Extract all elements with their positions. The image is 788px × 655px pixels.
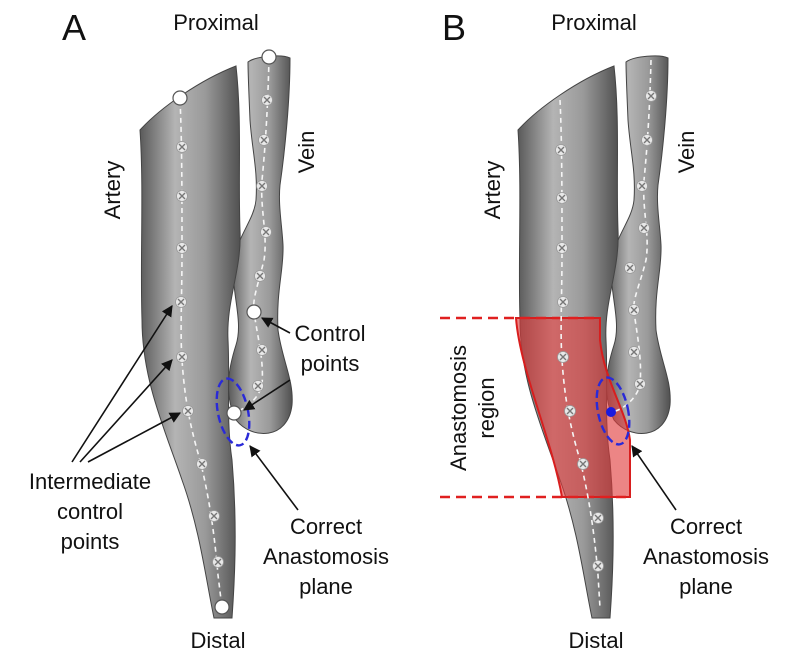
intermediate-label-line1: Intermediate [29,469,151,494]
panel-letter-b: B [442,7,466,48]
panel-b: B Proximal Distal [440,7,769,653]
proximal-label-b: Proximal [551,10,637,35]
artery-label-b: Artery [480,161,505,220]
plane-label-a-line1: Correct [290,514,362,539]
region-label-line1: Anastomosis [446,345,471,471]
plane-label-a-line2: Anastomosis [263,544,389,569]
distal-label-b: Distal [568,628,623,653]
plane-center-point [606,407,616,417]
vein-label-a: Vein [294,131,319,174]
plane-label-b-line1: Correct [670,514,742,539]
plane-label-b-line3: plane [679,574,733,599]
arrow-plane-b [632,446,676,510]
plane-label-b-line2: Anastomosis [643,544,769,569]
control-points-label-line1: Control [295,321,366,346]
vein-label-b: Vein [674,131,699,174]
control-points-label-line2: points [301,351,360,376]
intermediate-label-line3: points [61,529,120,554]
artery-shape-a [140,66,240,618]
arrow-plane-a [250,446,298,510]
panel-a: A Proximal Distal [29,7,389,653]
panel-letter-a: A [62,7,86,48]
plane-label-a-line3: plane [299,574,353,599]
intermediate-label-line2: control [57,499,123,524]
region-label-line2: region [474,377,499,438]
proximal-label-a: Proximal [173,10,259,35]
artery-label-a: Artery [100,161,125,220]
distal-label-a: Distal [190,628,245,653]
